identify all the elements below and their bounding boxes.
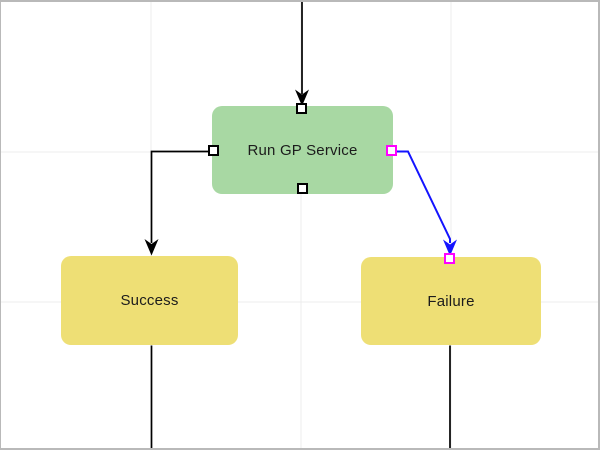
arrowhead-into-success <box>144 239 159 256</box>
port-failure-top-selected[interactable] <box>444 253 455 264</box>
connector-run-to-success[interactable] <box>150 150 215 244</box>
port-run-gp-service-left[interactable] <box>208 145 219 156</box>
node-success[interactable]: Success <box>61 256 238 345</box>
node-run-gp-service[interactable]: Run GP Service <box>212 106 393 194</box>
connector-run-to-failure-selected[interactable] <box>392 150 451 244</box>
node-failure-label: Failure <box>427 292 475 310</box>
port-run-gp-service-top[interactable] <box>296 103 307 114</box>
node-success-label: Success <box>120 292 179 309</box>
port-run-gp-service-bottom[interactable] <box>297 183 308 194</box>
node-failure[interactable]: Failure <box>361 257 541 345</box>
node-run-gp-service-label: Run GP Service <box>247 141 358 159</box>
port-run-gp-service-right-selected[interactable] <box>386 145 397 156</box>
